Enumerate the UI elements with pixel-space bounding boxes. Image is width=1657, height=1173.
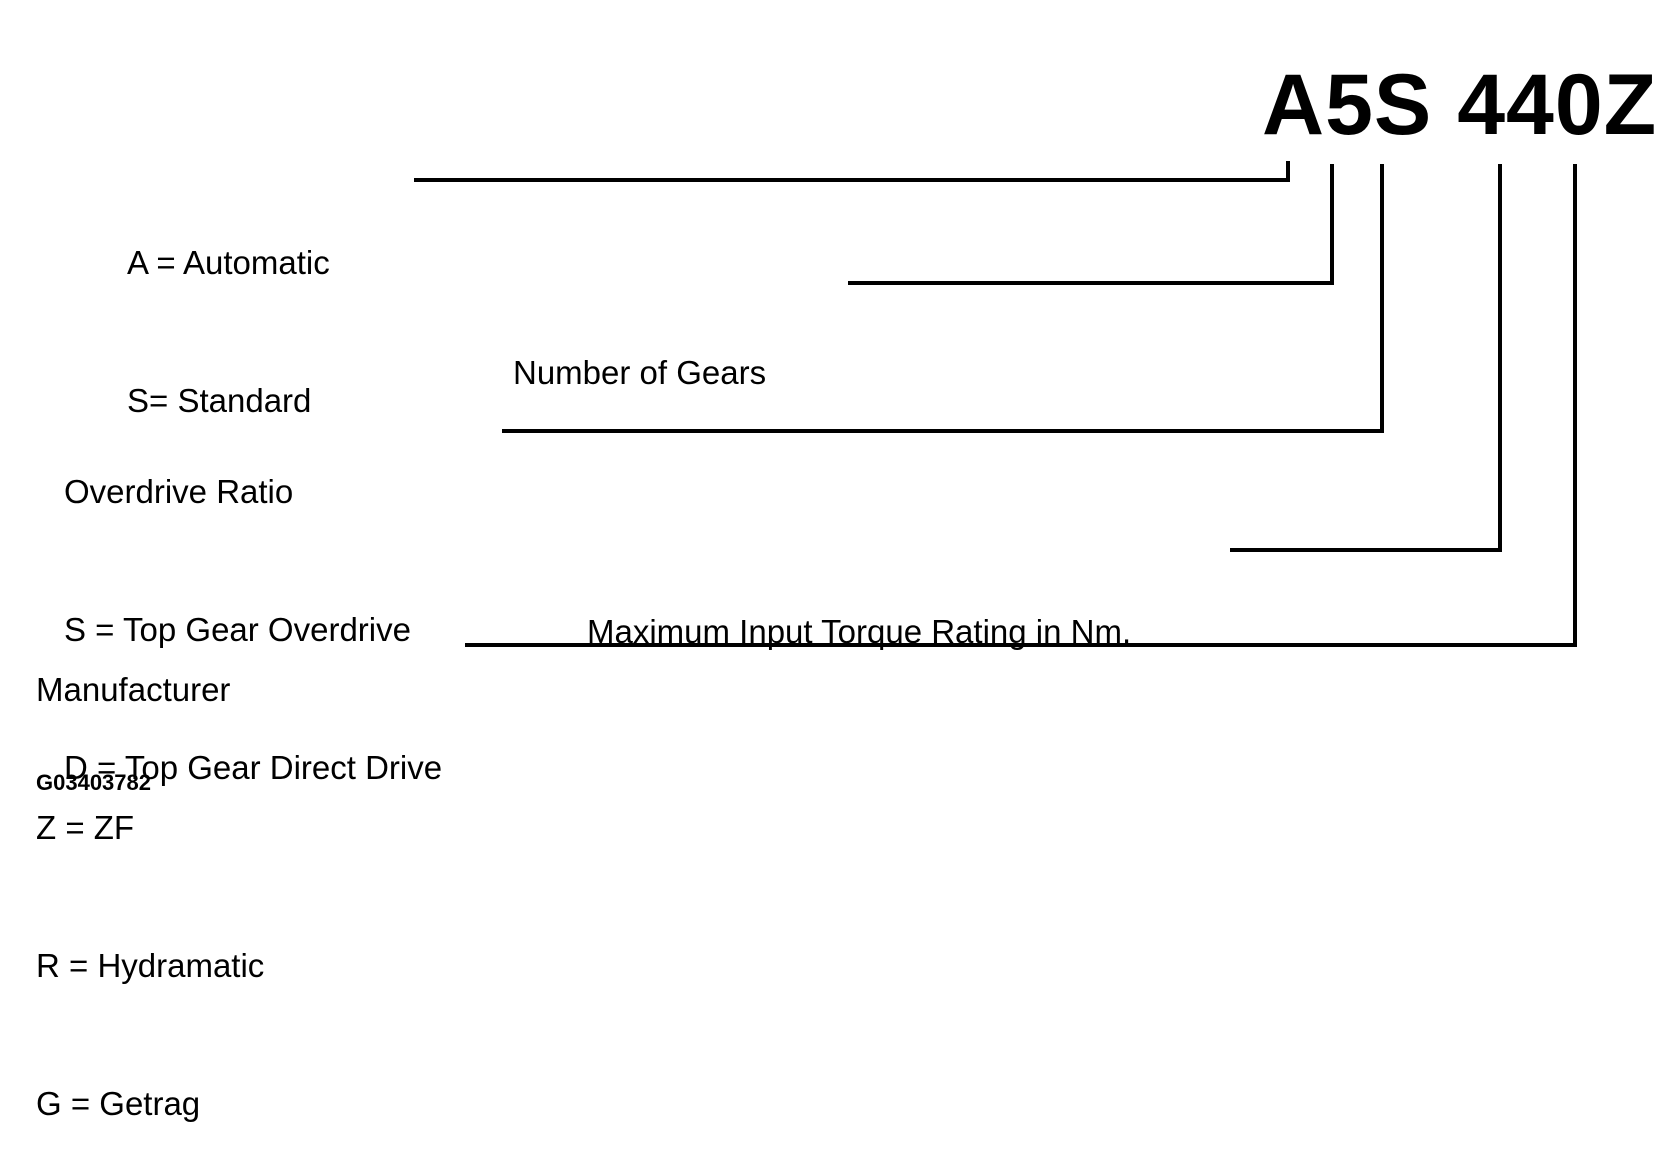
leader-manufacturer	[465, 164, 1577, 647]
type-legend: A = Automatic S= Standard	[127, 148, 330, 470]
manufacturer-legend: Manufacturer Z = ZF R = Hydramatic G = G…	[36, 575, 264, 1173]
manufacturer-legend-line: Manufacturer	[36, 671, 231, 708]
overdrive-legend: Overdrive Ratio S = Top Gear Overdrive D…	[64, 377, 442, 837]
leader-type	[414, 161, 1290, 182]
leader-gears	[848, 164, 1334, 285]
manufacturer-legend-line: G = Getrag	[36, 1085, 201, 1122]
leader-lines	[414, 161, 1577, 647]
manufacturer-legend-line: R = Hydramatic	[36, 947, 265, 984]
transmission-code: A5S 440Z	[1262, 57, 1657, 153]
type-legend-line: A = Automatic	[127, 244, 330, 281]
torque-legend: Maximum Input Torque Rating in Nm.	[587, 517, 1131, 701]
gears-legend-line: Number of Gears	[513, 354, 767, 391]
type-legend-line: S= Standard	[127, 382, 312, 419]
torque-legend-line: Maximum Input Torque Rating in Nm.	[587, 613, 1132, 650]
gears-legend: Number of Gears	[513, 258, 766, 442]
overdrive-legend-line: S = Top Gear Overdrive	[64, 611, 411, 648]
figure-id: G03403782	[36, 770, 151, 795]
leader-overdrive	[502, 164, 1384, 433]
leader-torque	[1230, 164, 1502, 552]
manufacturer-legend-line: Z = ZF	[36, 809, 135, 846]
overdrive-legend-line: D = Top Gear Direct Drive	[64, 749, 443, 786]
overdrive-legend-line: Overdrive Ratio	[64, 473, 294, 510]
